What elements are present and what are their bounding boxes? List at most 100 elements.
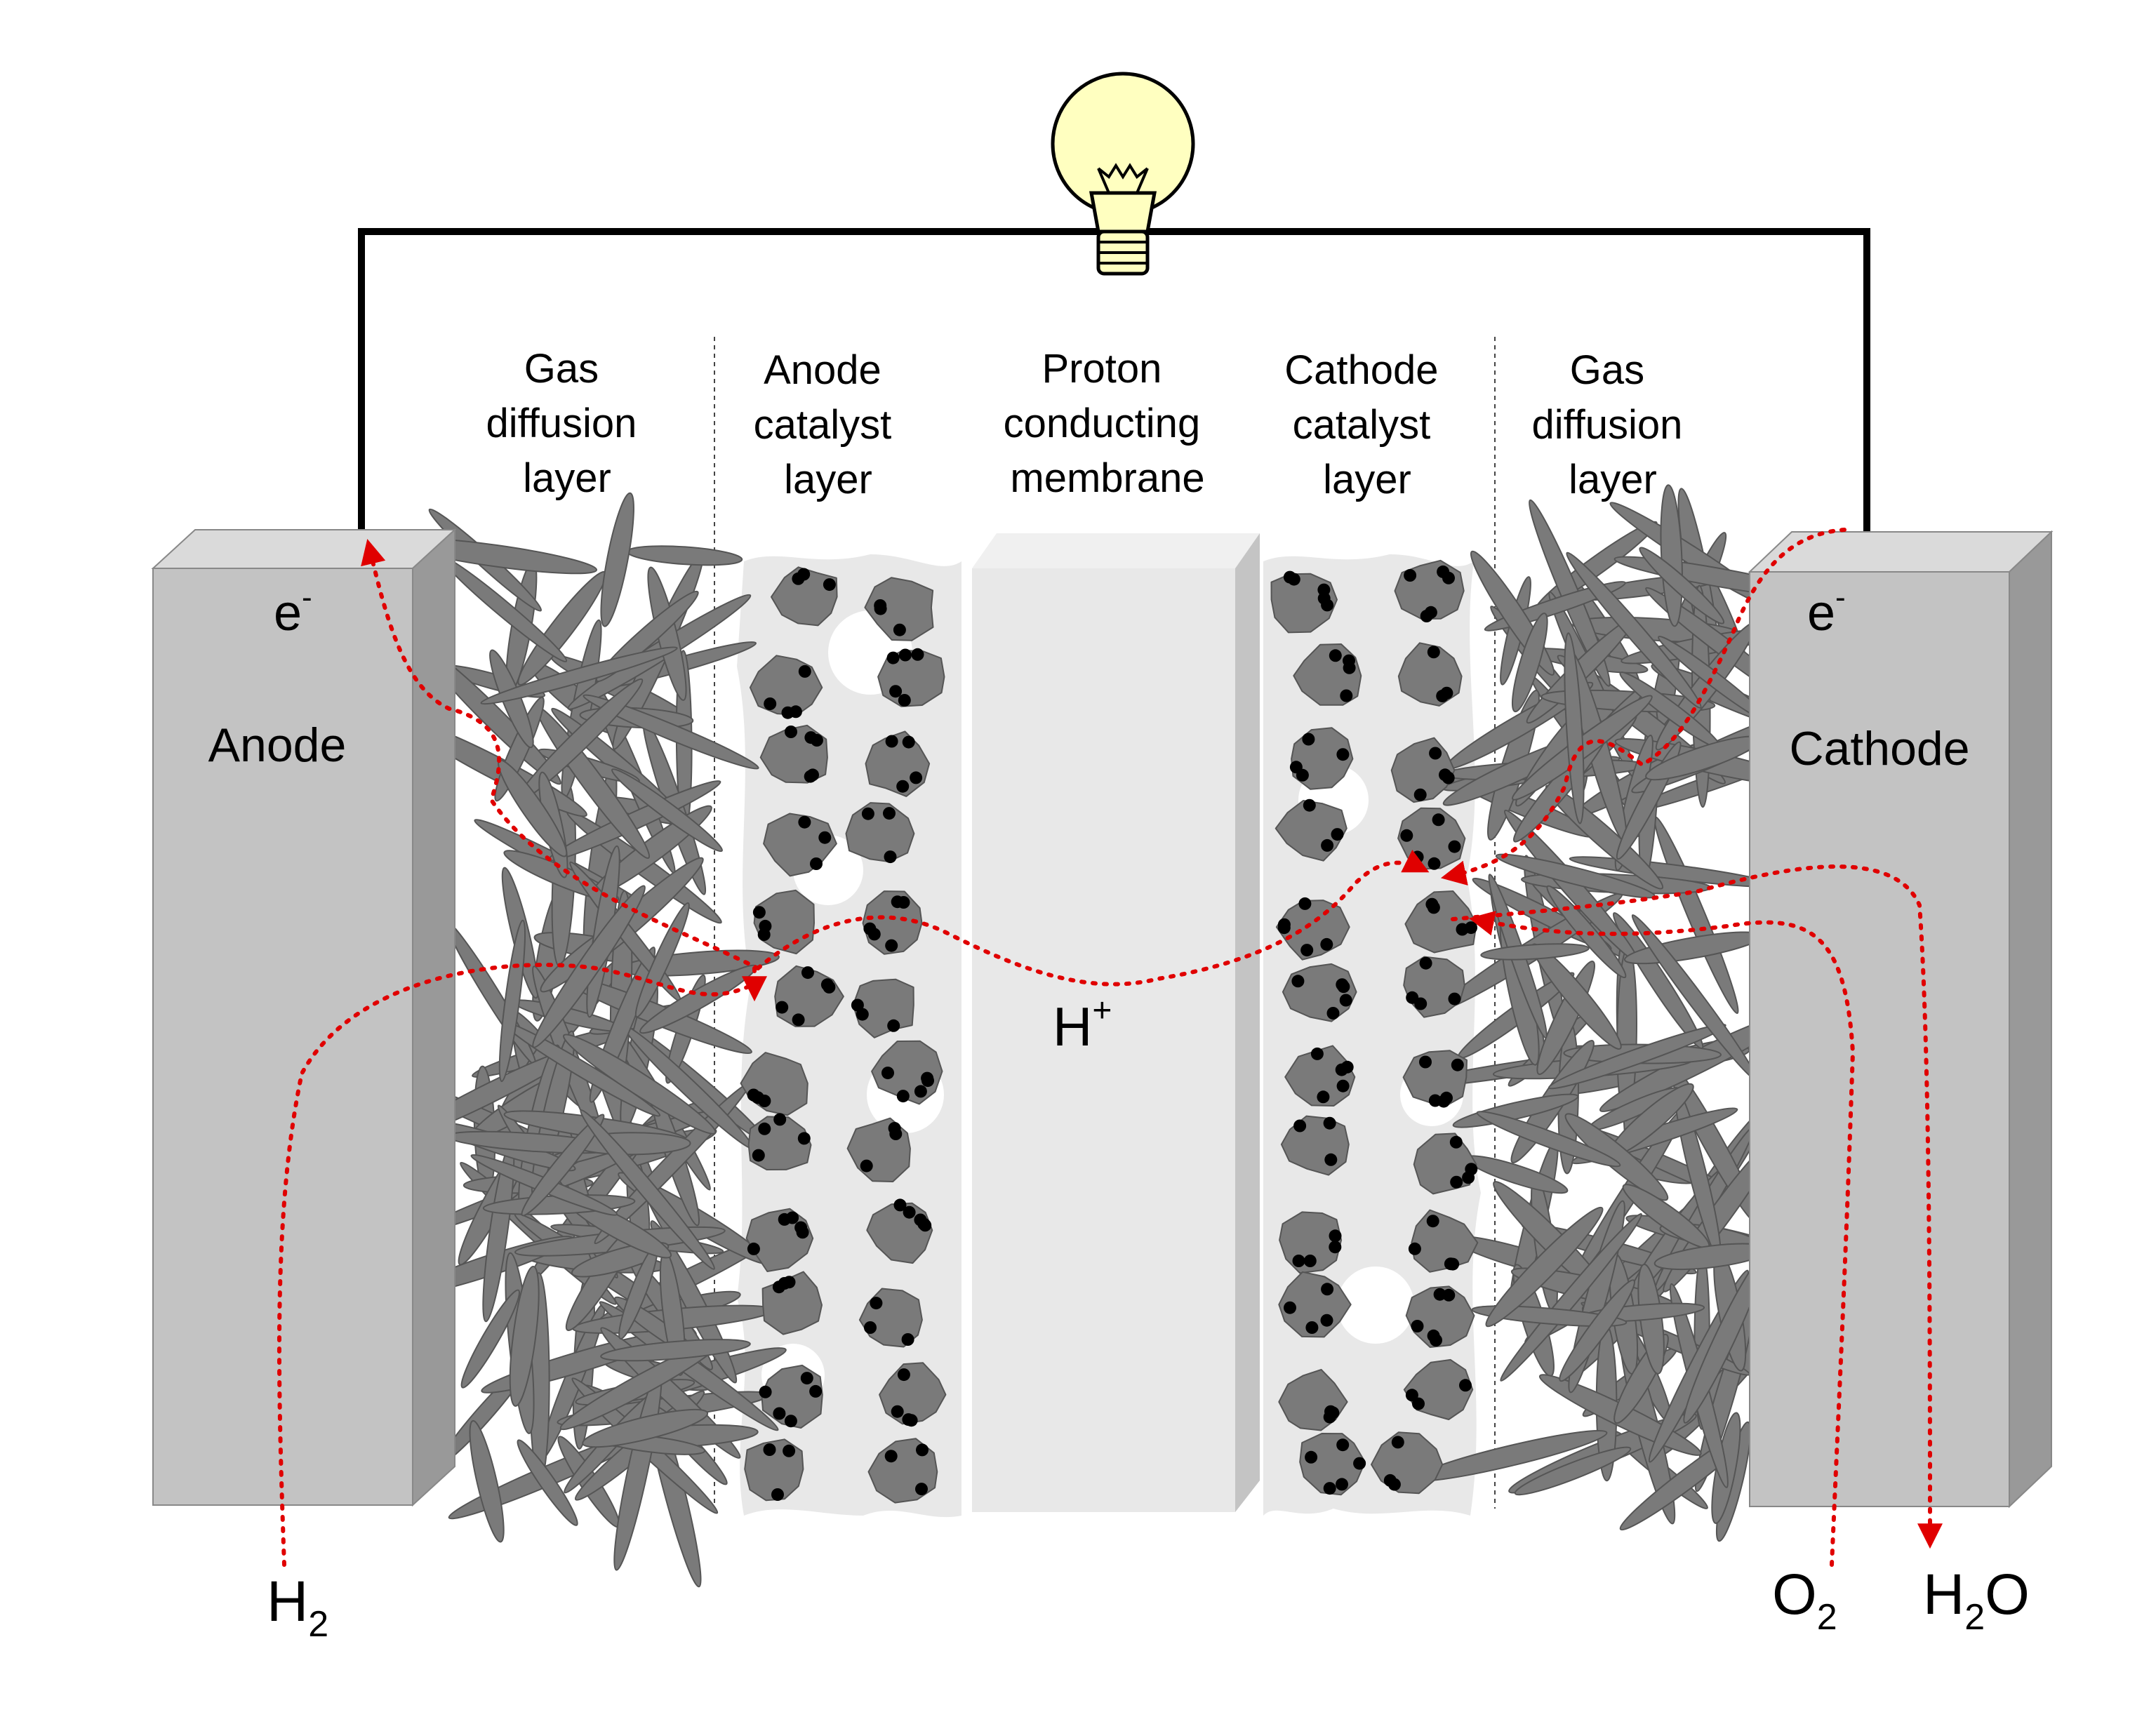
hydrogen-path [277, 963, 760, 1567]
catalyst-dot [1336, 748, 1350, 761]
catalyst-dot [915, 1483, 928, 1496]
catalyst-dot [801, 966, 814, 980]
catalyst-dot [921, 1071, 934, 1085]
catalyst-dot [1419, 956, 1432, 970]
layer-label-membrane: Proton conducting membrane [1004, 346, 1212, 501]
catalyst-dot [792, 1013, 805, 1027]
catalyst-dot [885, 735, 898, 748]
catalyst-dot [1284, 1301, 1296, 1314]
catalyst-dot [1323, 1410, 1336, 1424]
catalyst-dot [1291, 975, 1305, 988]
catalyst-dot [798, 815, 811, 829]
membrane-block [972, 533, 1260, 1512]
catalyst-dot [1323, 1116, 1336, 1130]
gdl-fiber [517, 1439, 578, 1526]
anode-label: Anode [208, 719, 347, 772]
catalyst-dot [1433, 1288, 1446, 1301]
catalyst-dot [901, 1333, 914, 1346]
gdl-fiber [480, 646, 678, 705]
catalyst-dot [1336, 1478, 1348, 1491]
catalyst-dot [888, 1122, 901, 1135]
gdl-fiber [521, 1114, 605, 1217]
gdl-fiber [460, 1289, 521, 1389]
catalyst-dot [1331, 828, 1344, 841]
anode-electron-label: e- [274, 580, 312, 641]
catalyst-dot [1437, 565, 1450, 578]
catalyst-dot [861, 807, 874, 820]
catalyst-dot [752, 1149, 765, 1162]
catalyst-dot [1340, 689, 1353, 702]
catalyst-dot [772, 1281, 785, 1294]
catalyst-dot [783, 1276, 796, 1289]
gdl-fiber [1514, 1446, 1632, 1496]
catalyst-dot [1408, 1242, 1421, 1255]
catalyst-dot [887, 1019, 900, 1032]
catalyst-particle [1299, 1433, 1366, 1496]
catalyst-dot [1303, 798, 1316, 812]
catalyst-dot [897, 1368, 910, 1382]
catalyst-dot [1451, 1058, 1464, 1071]
catalyst-dot [1449, 1135, 1463, 1149]
gdl-fiber [1639, 547, 1725, 624]
catalyst-dot [1412, 1397, 1425, 1410]
catalyst-dot [893, 1198, 907, 1212]
catalyst-dot [1450, 1175, 1463, 1189]
catalyst-dot [1400, 829, 1413, 842]
gdl-fiber [1485, 1206, 1604, 1328]
catalyst-dot [1424, 606, 1437, 619]
gdl-fiber [1559, 1279, 1635, 1382]
catalyst-dot [818, 831, 832, 844]
catalyst-dot [874, 599, 887, 612]
catalyst-dot [1404, 569, 1417, 582]
catalyst-dot [1320, 1314, 1333, 1327]
catalyst-particle [1402, 1050, 1468, 1106]
catalyst-dot [911, 648, 924, 661]
catalyst-dot [1321, 1283, 1334, 1296]
catalyst-dot [1426, 1215, 1439, 1228]
layer-label-gdl-anode: Gas diffusion layer [486, 346, 648, 501]
catalyst-dot [752, 906, 766, 919]
catalyst-dot [902, 735, 915, 749]
catalyst-dot [1326, 1007, 1340, 1020]
gdl-fiber [509, 1265, 540, 1407]
layer-labels: Gas diffusion layer Anode catalyst layer… [486, 346, 1682, 502]
gdl-fiber [498, 919, 526, 1083]
catalyst-dot [1317, 1090, 1330, 1104]
catalyst-dot [1302, 733, 1315, 746]
gdl-fiber [469, 1419, 505, 1543]
catalyst-dot [747, 1242, 760, 1255]
catalyst-particle [864, 577, 934, 641]
catalyst-dot [893, 623, 906, 636]
catalyst-dot [1303, 1255, 1317, 1267]
catalyst-dot [758, 1122, 771, 1135]
catalyst-dot [1448, 840, 1461, 853]
proton-path [756, 850, 1430, 987]
gdl-fiber [1500, 1212, 1642, 1382]
catalyst-dot [1405, 1389, 1418, 1402]
catalyst-dot [810, 857, 823, 870]
catalyst-dot [891, 1405, 904, 1418]
electron-path-cathode [1440, 528, 1846, 886]
catalyst-dot [1432, 813, 1445, 827]
catalyst-dot [1388, 1478, 1401, 1491]
catalyst-dot [1340, 1060, 1354, 1074]
catalyst-dot [1440, 686, 1453, 700]
catalyst-dot [1462, 1171, 1475, 1184]
catalyst-dot [1414, 997, 1428, 1010]
catalyst-dot [884, 850, 897, 864]
catalyst-dot [896, 780, 910, 793]
catalyst-dot [1456, 923, 1469, 936]
catalyst-dot [881, 1067, 894, 1080]
cathode-catalyst-particles [1270, 559, 1479, 1496]
electron-path-anode [361, 538, 760, 970]
catalyst-dot [1428, 857, 1441, 870]
gdl-fiber [600, 1339, 751, 1362]
gdl-fiber [580, 1109, 715, 1270]
catalyst-dot [773, 1113, 787, 1126]
catalyst-dot [776, 1001, 789, 1014]
catalyst-particle [771, 566, 838, 627]
catalyst-dot [804, 731, 818, 744]
catalyst-dot [784, 1415, 797, 1428]
gdl-fiber [600, 492, 634, 627]
